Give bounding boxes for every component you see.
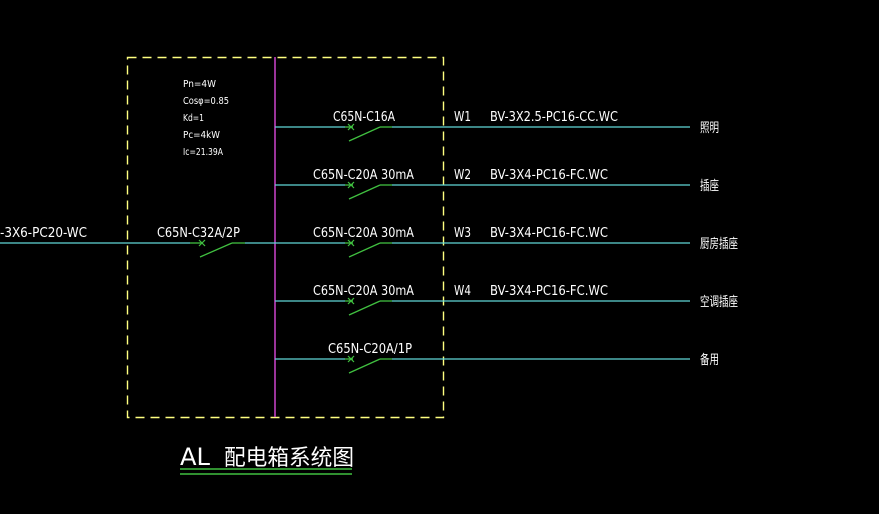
circuit-id: W2 [454, 168, 471, 183]
circuit-load-label: 备用 [700, 352, 719, 368]
breaker-blade [348, 358, 381, 374]
incoming-breaker-label: C65N-C32A/2P [157, 226, 240, 241]
circuit-id: W3 [454, 226, 471, 241]
breaker-label: C65N-C20A 30mA [313, 226, 414, 241]
title-code: AL [180, 443, 211, 471]
breaker-x-stroke [347, 239, 355, 247]
breaker-x-icon [347, 355, 355, 363]
incoming-breaker-blade [199, 242, 233, 258]
circuit-load-label: 照明 [700, 121, 719, 136]
breaker-blade [348, 184, 381, 200]
incoming-cable-label: -3X6-PC20-WC [0, 226, 87, 241]
title-name: 配电箱系统图 [224, 446, 354, 471]
circuit-row: C65N-C20A 30mA W4 BV-3X4-PC16-FC.WC 空调插座 [275, 284, 738, 316]
param-kd: Kd=1 [183, 113, 204, 124]
breaker-x-stroke [347, 123, 355, 131]
circuit-row: C65N-C20A/1P 备用 [275, 342, 719, 374]
circuit-cable-label: BV-3X4-PC16-FC.WC [490, 168, 608, 183]
circuit-row: C65N-C20A 30mA W2 BV-3X4-PC16-FC.WC 插座 [275, 168, 719, 200]
circuit-id: W4 [454, 284, 471, 299]
breaker-x-stroke [347, 297, 355, 305]
circuit-load-label: 厨房插座 [700, 236, 738, 252]
breaker-x-icon [347, 181, 355, 189]
breaker-blade [348, 300, 381, 316]
incoming-breaker-x-icon [198, 239, 206, 247]
breaker-label: C65N-C20A 30mA [313, 284, 414, 299]
breaker-x-icon [347, 297, 355, 305]
breaker-blade [348, 126, 381, 142]
circuit-cable-label: BV-3X4-PC16-FC.WC [490, 284, 608, 299]
breaker-label: C65N-C20A 30mA [313, 168, 414, 183]
param-pc: Pc=4kW [183, 130, 220, 141]
panel-parameters: Pn=4W Cosφ=0.85 Kd=1 Pc=4kW Ic=21.39A [183, 79, 229, 158]
param-cos: Cosφ=0.85 [183, 96, 229, 107]
param-ic: Ic=21.39A [183, 147, 224, 158]
circuit-row: C65N-C16A W1 BV-3X2.5-PC16-CC.WC 照明 [275, 110, 719, 142]
circuit-load-label: 插座 [700, 179, 719, 194]
breaker-blade [348, 242, 381, 258]
incoming-feeder: -3X6-PC20-WC C65N-C32A/2P [0, 226, 275, 258]
circuit-cable-label: BV-3X2.5-PC16-CC.WC [490, 110, 618, 125]
circuit-cable-label: BV-3X4-PC16-FC.WC [490, 226, 608, 241]
breaker-x-stroke [347, 181, 355, 189]
distribution-box-outline [126, 56, 445, 419]
circuit-id: W1 [454, 110, 471, 125]
outgoing-circuits: C65N-C16A W1 BV-3X2.5-PC16-CC.WC 照明 C65N-C20… [275, 110, 738, 374]
breaker-x-stroke [347, 355, 355, 363]
param-pn: Pn=4W [183, 79, 216, 90]
circuit-load-label: 空调插座 [700, 295, 738, 310]
diagram-title: AL 配电箱系统图 [180, 443, 354, 475]
breaker-label: C65N-C16A [333, 110, 395, 125]
circuit-row: C65N-C20A 30mA W3 BV-3X4-PC16-FC.WC 厨房插座 [275, 226, 738, 258]
breaker-label: C65N-C20A/1P [328, 342, 412, 357]
breaker-x-icon [347, 123, 355, 131]
breaker-x-icon [347, 239, 355, 247]
